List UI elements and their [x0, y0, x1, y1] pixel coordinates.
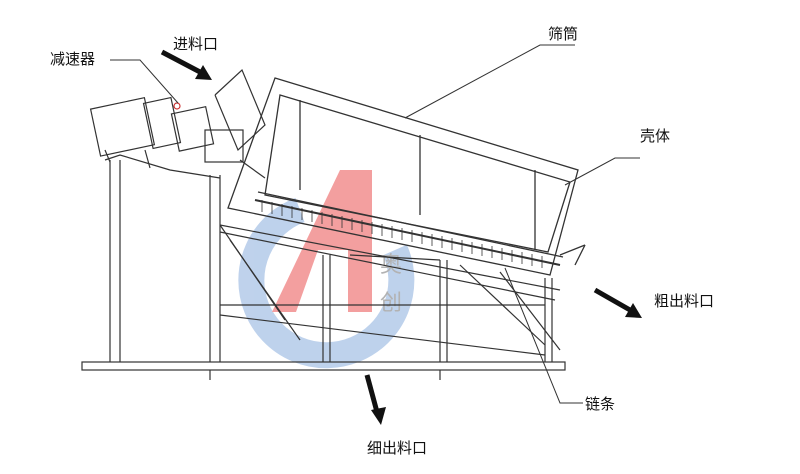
watermark-red-a [272, 170, 372, 312]
fine-arrow-head [371, 407, 386, 425]
watermark-logo: 奥 创 [238, 170, 415, 369]
label-reducer: 减速器 [50, 50, 96, 68]
fine-arrow-shaft [364, 374, 380, 413]
motor-body [89, 96, 156, 157]
label-housing: 壳体 [640, 127, 671, 145]
label-chain: 链条 [585, 395, 616, 413]
label-feed-inlet: 进料口 [173, 35, 219, 53]
coarse-arrow-shaft [593, 287, 632, 313]
base-frame [81, 160, 566, 380]
watermark-blue-swoosh [238, 197, 415, 369]
leader-lines [110, 44, 640, 404]
label-screen-drum: 筛筒 [548, 25, 579, 43]
watermark-char-2: 创 [380, 291, 402, 316]
label-coarse-outlet: 粗出料口 [654, 292, 715, 310]
feed-arrow-head [195, 65, 212, 80]
housing-outline [227, 77, 579, 276]
drum-inner [264, 94, 571, 253]
screen-drum [227, 77, 586, 276]
feed-arrow-shaft [160, 49, 202, 75]
chain-band [261, 200, 543, 268]
flow-arrows [160, 49, 642, 425]
feed-hopper [214, 68, 266, 152]
coarse-arrow-head [625, 303, 642, 318]
label-fine-outlet: 细出料口 [367, 439, 428, 457]
reducer-assembly [89, 96, 266, 179]
